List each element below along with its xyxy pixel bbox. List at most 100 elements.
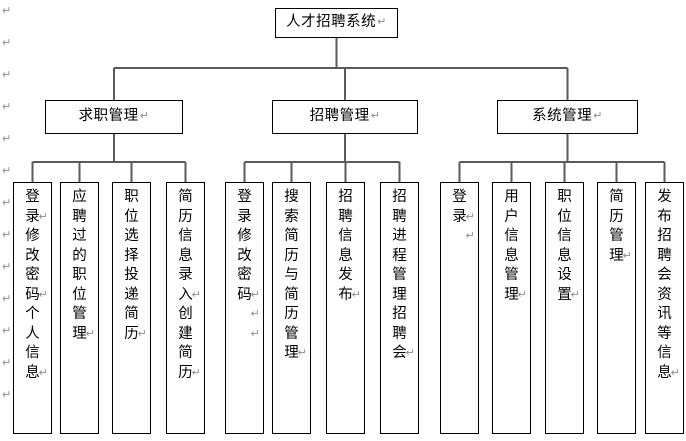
leaf-char: 进: [392, 228, 407, 244]
leaf-char: 资: [657, 286, 672, 303]
paragraph-mark: ↵: [85, 326, 95, 340]
leaf-char: 选: [124, 228, 139, 244]
margin-paragraph-mark: ↵: [2, 292, 12, 305]
node-group-label: 系统管理↵: [532, 108, 603, 125]
leaf-char: 招: [338, 189, 353, 205]
leaf-char: 信: [557, 228, 572, 244]
node-group-2[interactable]: 招聘管理↵: [272, 100, 418, 134]
leaf-char: 信: [338, 228, 353, 244]
paragraph-mark: ↵: [465, 229, 475, 242]
node-leaf-label: 登录修改密码↵↵↵: [226, 188, 263, 344]
leaf-char: 入↵: [178, 286, 201, 303]
paragraph-mark: ↵: [38, 365, 48, 379]
node-leaf-label: 简历信息录入↵创建简历↵: [167, 188, 204, 383]
node-leaf[interactable]: 职位选择投递简历↵: [112, 182, 151, 434]
paragraph-mark: ↵: [139, 109, 150, 123]
leaf-char: 户: [504, 208, 519, 225]
leaf-char: 信: [657, 345, 672, 361]
leaf-char: 应: [72, 189, 87, 205]
leaf-char: 简: [178, 345, 193, 361]
leaf-char: ↵: [226, 305, 263, 325]
margin-paragraph-mark: ↵: [2, 164, 12, 177]
margin-paragraph-mark: ↵: [2, 388, 12, 401]
leaf-char: 递: [124, 286, 139, 303]
node-leaf[interactable]: 招聘进程管理招聘会↵: [380, 182, 419, 434]
leaf-char: 历↵: [178, 364, 201, 381]
leaf-char: 录↵: [452, 208, 475, 225]
node-group-3[interactable]: 系统管理↵: [497, 100, 638, 134]
leaf-char: 理↵: [284, 345, 307, 361]
leaf-char: 码↵: [237, 286, 260, 303]
leaf-char: 登: [237, 189, 252, 205]
paragraph-mark: ↵: [377, 15, 387, 29]
node-leaf-label: 应聘过的职位管理↵: [61, 188, 98, 344]
leaf-char: 简: [178, 189, 193, 205]
node-leaf[interactable]: 简历信息录入↵创建简历↵: [166, 182, 205, 434]
leaf-char: 密: [237, 267, 252, 283]
node-leaf-label: 职位信息设置↵: [546, 188, 583, 305]
node-leaf-label: 招聘信息发布↵: [327, 188, 364, 305]
margin-paragraph-mark: ↵: [2, 356, 12, 369]
paragraph-mark: ↵: [517, 287, 527, 301]
leaf-char: 用: [504, 189, 519, 205]
node-leaf[interactable]: 应聘过的职位管理↵: [60, 182, 99, 434]
node-leaf[interactable]: 职位信息设置↵: [545, 182, 584, 434]
leaf-char: 改: [25, 247, 40, 264]
leaf-char: 聘: [657, 247, 672, 264]
leaf-char: 招: [657, 228, 672, 244]
leaf-char: 历: [284, 247, 299, 264]
paragraph-mark: ↵: [38, 287, 48, 301]
leaf-char: 理↵: [504, 286, 527, 303]
leaf-char: 历: [284, 306, 299, 322]
leaf-char: 个: [25, 306, 40, 322]
leaf-char: 聘: [392, 325, 407, 342]
leaf-char: 息: [178, 247, 193, 264]
node-leaf[interactable]: 搜索简历与简历管理↵: [272, 182, 311, 434]
node-leaf-label: 用户信息管理↵: [493, 188, 530, 305]
node-root[interactable]: 人才招聘系统↵: [275, 8, 398, 38]
paragraph-mark: ↵: [570, 287, 580, 301]
node-leaf[interactable]: 登录↵↵: [440, 182, 479, 434]
leaf-char: ↵: [441, 227, 478, 247]
paragraph-mark: ↵: [351, 287, 361, 301]
paragraph-mark: ↵: [137, 326, 147, 340]
node-leaf[interactable]: 用户信息管理↵: [492, 182, 531, 434]
leaf-char: 职: [557, 189, 572, 205]
node-leaf-label: 职位选择投递简历↵: [113, 188, 150, 344]
leaf-char: 息↵: [25, 364, 48, 381]
leaf-char: 信: [178, 228, 193, 244]
leaf-char: 录: [237, 208, 252, 225]
leaf-char: 管: [284, 325, 299, 342]
leaf-char: 历↵: [124, 325, 147, 342]
leaf-char: 择: [124, 247, 139, 264]
paragraph-mark: ↵: [250, 287, 260, 301]
leaf-char: 理: [392, 286, 407, 303]
leaf-char: 的: [72, 247, 87, 264]
paragraph-mark: ↵: [370, 109, 381, 123]
leaf-char: 招: [392, 189, 407, 205]
leaf-char: 管: [609, 228, 624, 244]
leaf-char: 历: [178, 208, 193, 225]
node-leaf[interactable]: 简历管理↵: [597, 182, 636, 434]
leaf-char: 录: [178, 267, 193, 283]
paragraph-mark: ↵: [622, 248, 632, 262]
leaf-char: 发: [338, 267, 353, 283]
node-leaf[interactable]: 招聘信息发布↵: [326, 182, 365, 434]
leaf-char: 与: [284, 267, 299, 283]
leaf-char: 修: [25, 228, 40, 244]
leaf-char: 投: [124, 267, 139, 283]
node-leaf[interactable]: 发布招聘会资讯等信息↵: [645, 182, 684, 434]
leaf-char: 位: [557, 208, 572, 225]
node-group-1[interactable]: 求职管理↵: [45, 100, 183, 134]
leaf-char: 息: [557, 247, 572, 264]
paragraph-mark: ↵: [405, 346, 415, 359]
node-leaf[interactable]: 登录↵修改密码↵个人信息↵: [13, 182, 52, 434]
leaf-char: 简: [609, 189, 624, 205]
node-leaf[interactable]: 登录修改密码↵↵↵: [225, 182, 264, 434]
leaf-char: 理↵: [609, 247, 632, 264]
paragraph-mark: ↵: [38, 209, 48, 223]
leaf-char: 布: [657, 208, 672, 225]
leaf-char: 历: [609, 208, 624, 225]
leaf-char: 招: [392, 306, 407, 322]
leaf-char: 创: [178, 306, 193, 322]
